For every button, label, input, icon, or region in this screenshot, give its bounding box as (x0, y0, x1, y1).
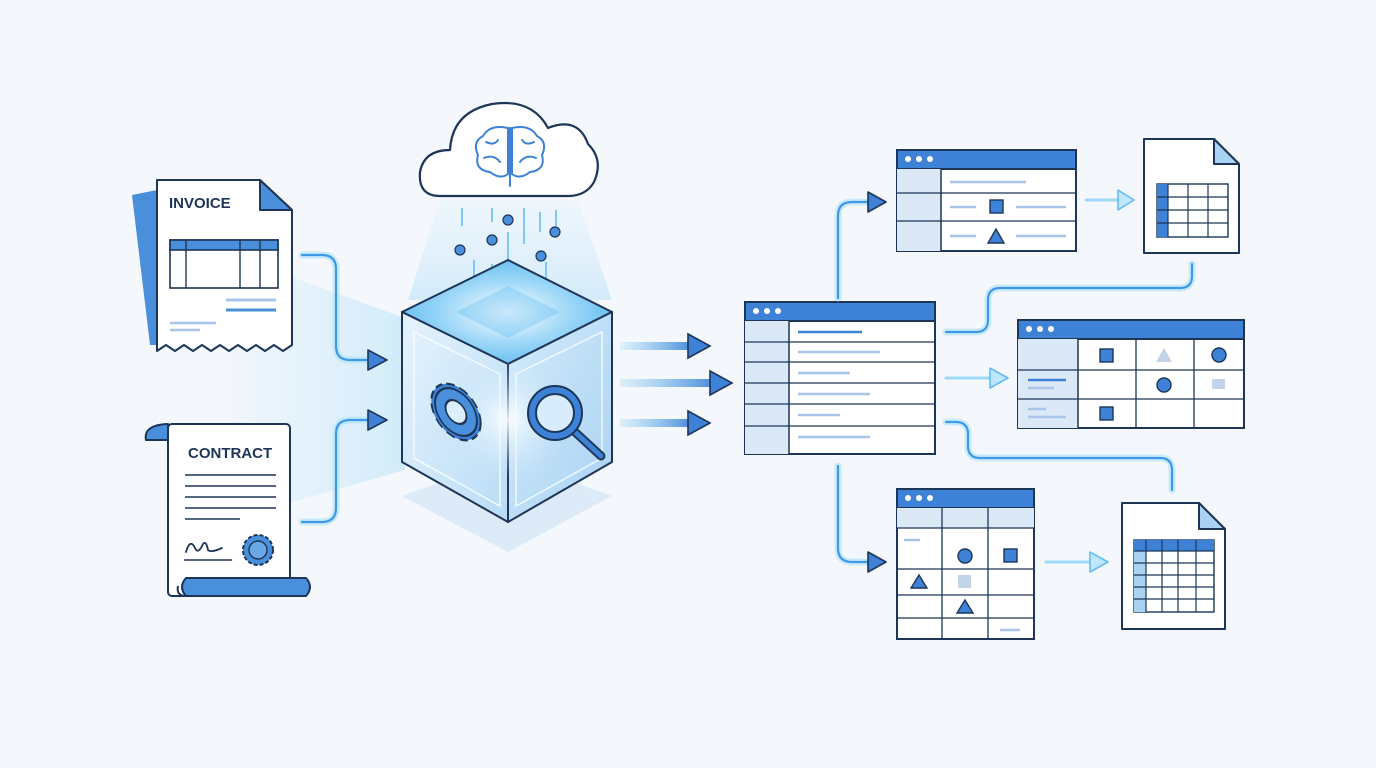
brain-icon (474, 126, 546, 187)
contract-document: CONTRACT (144, 423, 311, 597)
extracted-data-window (744, 301, 936, 455)
processing-cube (401, 259, 613, 552)
signature-icon (185, 541, 223, 553)
input-connectors (298, 251, 388, 526)
spreadsheet-icon (1133, 539, 1215, 613)
cloud-data-stream (408, 200, 612, 300)
record-window-top (896, 149, 1077, 252)
data-particles (454, 208, 561, 290)
invoice-table (169, 239, 279, 289)
spreadsheet-file-top (1143, 138, 1240, 254)
invoice-document: INVOICE (132, 179, 293, 352)
record-window-bottom (896, 488, 1035, 640)
gear-icon (430, 382, 482, 442)
record-window-middle (1017, 319, 1245, 429)
contract-title: CONTRACT (188, 445, 272, 462)
ai-cloud (418, 102, 599, 198)
seal-icon (242, 534, 274, 566)
output-beams (620, 332, 734, 437)
spreadsheet-icon (1156, 183, 1229, 238)
output-connectors (834, 189, 1196, 573)
magnifier-icon (527, 385, 606, 461)
spreadsheet-file-bottom (1121, 502, 1226, 630)
invoice-title: INVOICE (169, 195, 231, 212)
